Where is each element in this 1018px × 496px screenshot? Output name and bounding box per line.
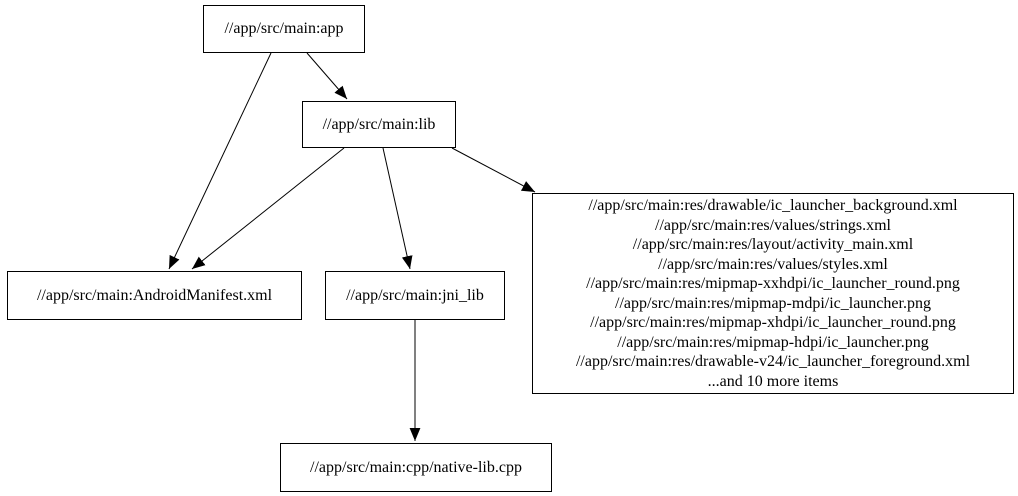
res-file-line: //app/src/main:res/mipmap-xxhdpi/ic_laun… [586,275,960,292]
node-lib: //app/src/main:lib [302,101,456,148]
res-file-line: //app/src/main:res/layout/activity_main.… [632,236,914,253]
res-file-line: //app/src/main:res/mipmap-xhdpi/ic_launc… [590,314,956,331]
res-file-line: //app/src/main:res/mipmap-mdpi/ic_launch… [615,294,931,312]
node-app-label: //app/src/main:app [224,20,344,38]
node-res-file-group: //app/src/main:res/drawable/ic_launcher_… [532,193,1014,394]
res-file-more-items: ...and 10 more items [707,372,839,390]
edge-app-to-lib [306,52,348,100]
edge-app-to-android-manifest [168,52,272,270]
node-jni-lib: //app/src/main:jni_lib [325,271,505,320]
edge-lib-to-res-group [451,147,536,193]
node-jni-lib-label: //app/src/main:jni_lib [346,286,484,304]
res-file-line: //app/src/main:res/drawable-v24/ic_launc… [575,353,971,370]
edge-lib-to-jni-lib [382,147,413,270]
node-app: //app/src/main:app [203,5,365,53]
res-file-line: //app/src/main:res/mipmap-hdpi/ic_launch… [617,333,929,351]
res-file-line: //app/src/main:res/drawable/ic_launcher_… [588,197,958,214]
node-androidmanifest-label: //app/src/main:AndroidManifest.xml [36,286,273,304]
node-native-lib-cpp: //app/src/main:cpp/native-lib.cpp [280,443,552,492]
node-lib-label: //app/src/main:lib [322,115,436,133]
edge-lib-to-android-manifest [191,147,345,270]
res-file-line: //app/src/main:res/values/styles.xml [658,255,888,273]
res-file-line: //app/src/main:res/values/strings.xml [655,216,891,234]
node-androidmanifest-xml: //app/src/main:AndroidManifest.xml [7,271,302,320]
node-native-lib-cpp-label: //app/src/main:cpp/native-lib.cpp [310,458,522,476]
